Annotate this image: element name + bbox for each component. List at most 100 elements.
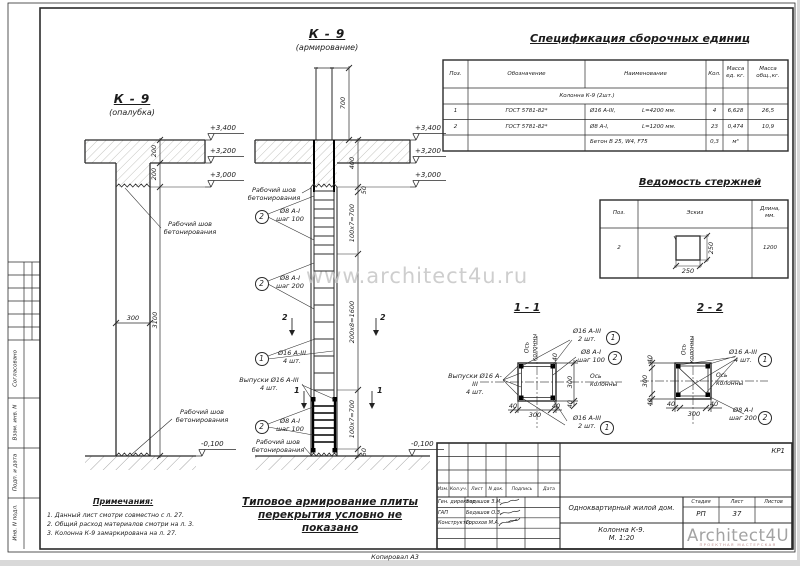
spec-r1-name: Ø16 А-III,: [590, 108, 616, 114]
spec-r2-total: 10,9: [761, 123, 775, 130]
spec-table-lines: [442, 59, 789, 152]
callout-text-stirrups-100-lower: Ø8 А-I шаг 100: [276, 417, 304, 434]
level-3000-reinf: +3,000: [415, 171, 441, 179]
level-m100-reinf: -0,100: [411, 440, 434, 448]
spec-r2-pos: 2: [453, 123, 458, 130]
level-3200-reinf: +3,200: [415, 147, 441, 155]
tb-sheets-header: Листов: [764, 499, 783, 505]
spec-r1-len: L=4200 мм.: [642, 108, 676, 114]
section-1-1-title: 1 - 1: [513, 302, 541, 314]
s1-callout-bottom-circle: 1: [600, 421, 614, 435]
spec-r3-name: Бетон В 25, W4, F75: [590, 139, 648, 145]
axis-label-v-s1: Ось колонны: [523, 333, 539, 362]
margin-label-soglasovano: Согласовано: [12, 349, 19, 387]
spec-r1-unit: 6,628: [727, 108, 744, 114]
dim-400: 400: [347, 156, 356, 170]
architect4u-logo: Architect4U: [686, 526, 790, 545]
dim-700-bars: 700: [338, 96, 347, 110]
spec-r3-qty: 0,3: [710, 139, 719, 145]
rod-sketch-lines: [672, 232, 711, 270]
tb-project-name: Одноквартирный жилой дом.: [568, 504, 675, 512]
dim-100x7-bottom: 100х7=700: [347, 399, 356, 439]
tb-role-3: Конструктор: [438, 520, 472, 526]
s1-callout-top-text: Ø16 А-III 2 шт.: [573, 327, 601, 344]
page-edge-bottom: [0, 560, 800, 566]
seam-label-reinf-top: Рабочий шов бетонирования: [247, 186, 301, 203]
section-2-2-lines: [640, 336, 768, 424]
notes-title: Примечания:: [92, 497, 154, 506]
seam-label-formwork-bottom: Рабочий шов бетонирования: [175, 408, 229, 425]
rod-table-title: Ведомость стержней: [638, 177, 762, 188]
tb-stage-header: Стадия: [691, 499, 711, 505]
tb-rev-izm: Изм.: [437, 487, 449, 492]
doc-code: КР1: [771, 447, 785, 455]
note-item-2: 2. Общий расход материалов смотри на л. …: [47, 521, 195, 528]
spec-header-name: Наименование: [624, 71, 667, 77]
dim-50-bottom: 50: [359, 447, 368, 457]
note-item-1: 1. Данный лист смотри совместно с л. 27.: [47, 512, 184, 519]
s1-callout-top-circle: 1: [606, 331, 620, 345]
s2-dim-300-bottom: 300: [687, 410, 701, 418]
tb-name-3: Горохов М.А.: [466, 520, 500, 526]
tb-name-1: Бедашов З.М.: [466, 499, 502, 505]
vypuski-label-reinf: Выпуски Ø16 А-III 4 шт.: [239, 376, 299, 393]
section-2-2-title: 2 - 2: [696, 302, 724, 314]
copy-note: Копировал А3: [371, 553, 419, 561]
s1-dim-40-br: 40: [551, 402, 561, 410]
spec-title: Спецификация сборочных единиц: [530, 32, 750, 45]
s2-dim-40-bl: 40: [666, 400, 676, 408]
spec-r2-len: L=1200 мм.: [642, 123, 676, 130]
dim-200-upper: 200: [149, 144, 158, 158]
spec-r2-doc: ГОСТ 5781-82*: [505, 123, 548, 130]
rod-row-pos: 2: [617, 245, 621, 251]
dim-300-width-formwork: 300: [126, 314, 140, 322]
slab-note: Типовое армирование плиты перекрытия усл…: [242, 496, 418, 535]
seam-label-formwork-top: Рабочий шов бетонирования: [163, 220, 217, 237]
spec-header-unit-mass: Масса ед. кг.: [726, 66, 745, 79]
rod-header-pos: Поз.: [612, 210, 626, 216]
dim-50-top: 50: [359, 185, 368, 195]
s1-dim-300-bottom: 300: [528, 411, 542, 419]
s1-callout-mid-circle: 2: [608, 351, 622, 365]
spec-r2-name: Ø8 А-I,: [590, 123, 609, 130]
callout-text-stirrups-200: Ø8 А-I шаг 200: [276, 274, 304, 291]
s2-callout-bottom-circle: 2: [758, 411, 772, 425]
spec-r3-unit: м³: [732, 139, 739, 145]
spec-r2-unit: 0,474: [727, 123, 744, 130]
margin-strip-lines: [8, 261, 40, 549]
formwork-subtitle: (опалубка): [109, 108, 155, 117]
rod-sketch-dim-250-v: 250: [706, 241, 715, 255]
dim-100x7-top: 100х7=700: [347, 203, 356, 243]
spec-r1-doc: ГОСТ 5781-82*: [505, 108, 548, 114]
tb-name-2: Бедашов О.З.: [466, 509, 502, 516]
rod-header-length: Длина, мм.: [759, 206, 781, 219]
s1-dim-40-top: 40: [550, 352, 559, 362]
tb-rev-koluch: Кол.уч.: [449, 487, 468, 492]
tb-role-2: ГАП: [438, 509, 448, 516]
dim-200x8: 200х8=1600: [347, 300, 356, 344]
tb-drawing-name: Колонна К-9. М. 1:20: [598, 526, 645, 543]
rod-row-length: 1200: [763, 245, 777, 251]
tb-role-1: Ген. директор: [438, 499, 476, 505]
rod-header-sketch: Эскиз: [686, 210, 704, 216]
level-3200-formwork: +3,200: [210, 147, 236, 155]
rod-sketch-dim-250-h: 250: [681, 267, 695, 275]
section-mark-1-left: 1: [294, 386, 300, 395]
level-3400-reinf: +3,400: [415, 124, 441, 132]
spec-r1-qty: 4: [712, 108, 717, 114]
axis-label-h-s1: Ось колонны: [590, 373, 618, 388]
spec-r1-total: 26,5: [761, 108, 775, 114]
architect4u-logo-subtitle: ПРОЕКТНАЯ МАСТЕРСКАЯ: [699, 542, 777, 547]
level-m100-formwork: -0,100: [201, 440, 224, 448]
section-mark-1-right: 1: [377, 386, 383, 395]
s1-callout-bottom-text: Ø16 А-III 2 шт.: [573, 414, 601, 431]
callout-circle-2a: 2: [254, 209, 269, 224]
callout-text-main-bars: Ø16 А-III 4 шт.: [278, 349, 306, 366]
reinforcement-view-lines: [254, 64, 446, 470]
spec-header-qty: Кол.: [708, 71, 721, 77]
callout-circle-2c: 2: [254, 419, 269, 434]
site-watermark: www.architect4u.ru: [306, 264, 529, 288]
margin-label-inv-podl: Инв. N подл.: [12, 504, 19, 541]
